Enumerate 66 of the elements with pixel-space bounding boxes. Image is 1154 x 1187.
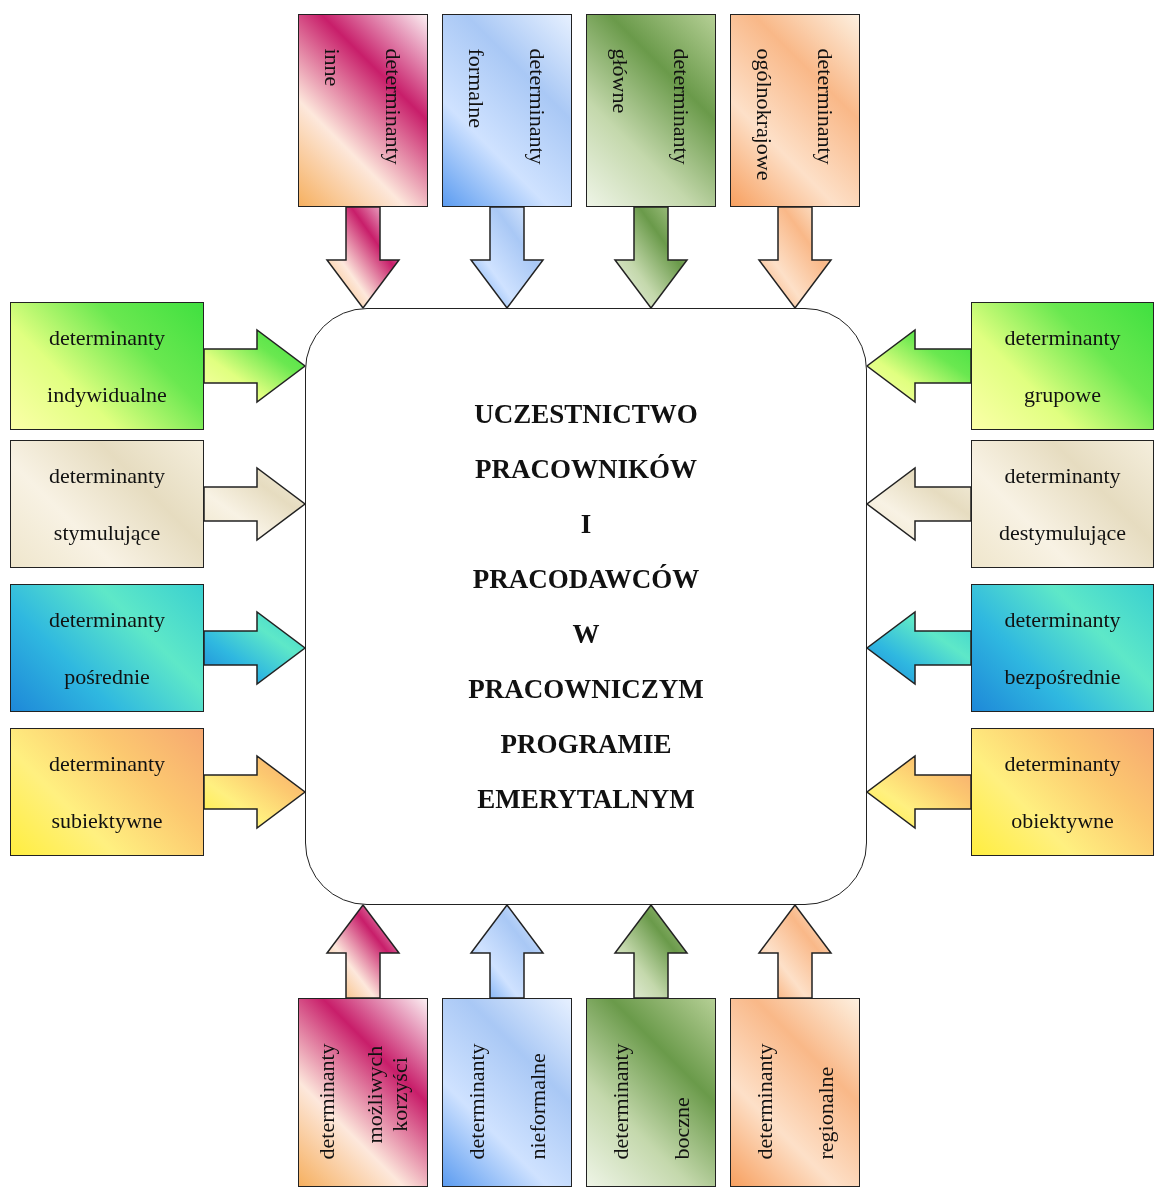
- central-box: [305, 308, 867, 905]
- block-arrow: [613, 903, 689, 999]
- callout-text: determinanty: [1004, 462, 1121, 489]
- callout-box: [10, 584, 204, 712]
- callout-box: [442, 14, 572, 207]
- callout-text: determinanty: [1004, 324, 1121, 351]
- callout-text: subiektywne: [51, 807, 163, 834]
- callout-box: [586, 14, 716, 207]
- callout-box: [971, 440, 1154, 568]
- callout-text: determinanty: [812, 48, 839, 165]
- callout-text: determinanty: [48, 606, 166, 633]
- block-arrow: [325, 206, 401, 310]
- callout-box: [10, 302, 204, 430]
- callout-box: [730, 14, 860, 207]
- callout-text: stymulujące: [53, 519, 161, 546]
- callout-box: [971, 728, 1154, 856]
- block-arrow: [613, 206, 689, 310]
- callout-text: determinanty: [48, 750, 166, 777]
- callout-text: determinanty: [751, 1042, 778, 1159]
- block-arrow: [865, 466, 972, 542]
- callout-box: [298, 998, 428, 1187]
- block-arrow: [203, 754, 307, 830]
- block-arrow: [203, 466, 307, 542]
- callout-text: nieformalne: [524, 1052, 551, 1159]
- callout-text: determinanty: [1004, 606, 1121, 633]
- callout-box: [10, 440, 204, 568]
- block-arrow: [865, 754, 972, 830]
- callout-text: indywidualne: [47, 381, 167, 408]
- callout-text: determinanty: [313, 1042, 339, 1159]
- block-arrow: [865, 328, 972, 404]
- callout-text: determinanty: [1004, 750, 1121, 777]
- callout-text: inne: [319, 48, 346, 86]
- callout-text: obiektywne: [1011, 807, 1114, 834]
- callout-text: boczne: [668, 1096, 695, 1159]
- callout-text: grupowe: [1024, 381, 1101, 408]
- callout-text: ogólnokrajowe: [751, 48, 778, 178]
- callout-text: formalne: [463, 48, 490, 128]
- callout-box: [971, 584, 1154, 712]
- callout-text: główne: [607, 48, 634, 113]
- callout-box: [730, 998, 860, 1187]
- block-arrow: [757, 903, 833, 999]
- callout-text: determinanty: [524, 48, 551, 165]
- callout-text: determinanty: [668, 48, 695, 165]
- callout-text: determinanty: [48, 462, 166, 489]
- block-arrow: [203, 610, 307, 686]
- callout-text: determinanty: [463, 1042, 490, 1159]
- callout-box: [586, 998, 716, 1187]
- callout-text: pośrednie: [64, 663, 150, 690]
- callout-text: destymulujące: [998, 519, 1127, 546]
- callout-text: regionalne: [812, 1066, 839, 1159]
- callout-text: bezpośrednie: [1004, 663, 1121, 690]
- block-arrow: [865, 610, 972, 686]
- callout-box: [298, 14, 428, 207]
- callout-text: możliwych korzyści: [361, 1044, 413, 1145]
- block-arrow: [325, 903, 401, 999]
- block-arrow: [757, 206, 833, 310]
- block-arrow: [203, 328, 307, 404]
- callout-text: determinanty: [48, 324, 166, 351]
- block-arrow: [469, 206, 545, 310]
- block-arrow: [469, 903, 545, 999]
- callout-text: determinanty: [607, 1042, 634, 1159]
- callout-box: [10, 728, 204, 856]
- diagram-title-text: UCZESTNICTWO PRACOWNIKÓW I PRACODAWCÓW W PRACOWNICZYM PROGRAMIE EMERYTALNYM: [468, 397, 704, 816]
- callout-box: [971, 302, 1154, 430]
- callout-box: [442, 998, 572, 1187]
- callout-text: determinanty: [380, 48, 407, 165]
